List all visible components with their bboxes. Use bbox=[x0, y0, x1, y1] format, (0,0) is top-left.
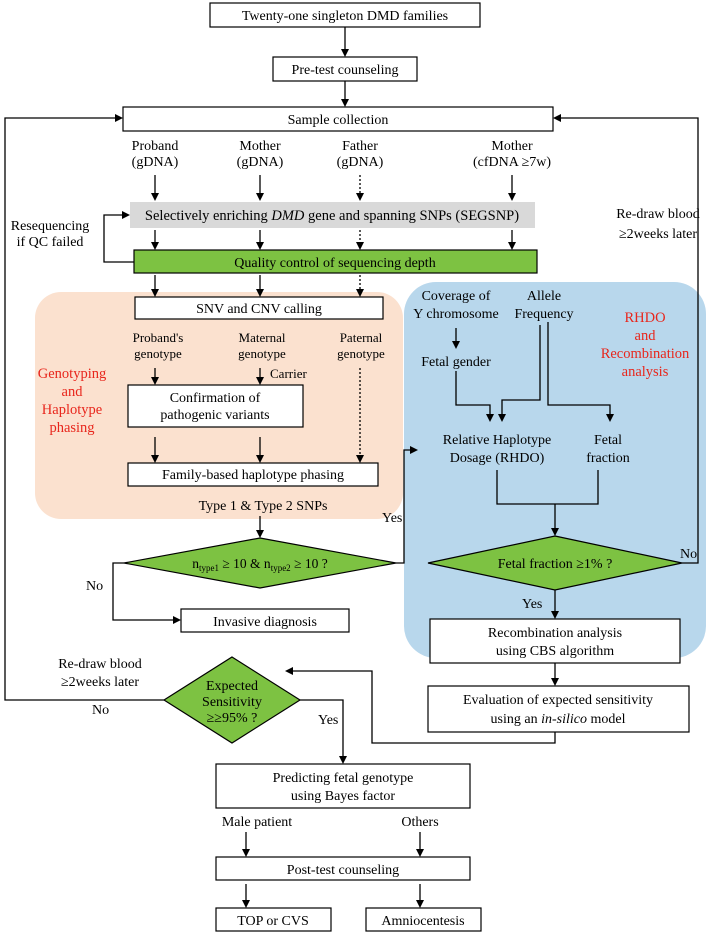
sample-mother-type: (gDNA) bbox=[237, 155, 284, 170]
maternal-genotype-2: genotype bbox=[238, 346, 286, 361]
redraw-right-text-2: ≥2weeks later bbox=[619, 227, 697, 242]
paternal-genotype-1: Paternal bbox=[340, 330, 383, 345]
phasing-box bbox=[127, 462, 379, 487]
male-patient-text: Male patient bbox=[222, 815, 292, 830]
sample-proband-type: (gDNA) bbox=[132, 155, 179, 170]
maternal-genotype-1: Maternal bbox=[239, 330, 286, 345]
rhdo-label-3: Recombination bbox=[601, 346, 690, 362]
proband-genotype-1: Proband's bbox=[133, 330, 184, 345]
rhdo-label-1: RHDO bbox=[624, 310, 665, 326]
evaluation-text-1: Evaluation of expected sensitivity bbox=[463, 693, 653, 708]
sens-text-1: Expected bbox=[206, 679, 258, 694]
top-cvs-box bbox=[215, 907, 332, 932]
no-label-n: No bbox=[86, 579, 103, 594]
no-label-sens: No bbox=[92, 703, 109, 718]
snv-cnv-box bbox=[134, 296, 384, 320]
snv-cnv-text: SNV and CNV calling bbox=[196, 302, 322, 317]
carrier-text: Carrier bbox=[270, 366, 307, 381]
paternal-genotype-2: genotype bbox=[337, 346, 385, 361]
yes-label-sens: Yes bbox=[318, 713, 338, 728]
pretest-box bbox=[272, 56, 418, 82]
fetal-fraction-text-1: Fetal bbox=[594, 433, 622, 448]
sample-collection-box bbox=[122, 106, 554, 132]
qc-text: Quality control of sequencing depth bbox=[234, 256, 435, 271]
sensitivity-diamond bbox=[162, 656, 302, 744]
rhdo-label-4: analysis bbox=[622, 364, 669, 380]
n-condition-text: ntype1 ≥ 10 & ntype2 ≥ 10 ? bbox=[192, 556, 327, 573]
confirmation-text-2: pathogenic variants bbox=[160, 408, 269, 423]
segsnp-box bbox=[130, 202, 535, 228]
families-box bbox=[209, 2, 481, 28]
families-text: Twenty-one singleton DMD families bbox=[242, 9, 448, 24]
proband-genotype-2: genotype bbox=[134, 346, 182, 361]
sample-cfdna-name: Mother bbox=[491, 139, 533, 154]
fetal-fraction-text-2: fraction bbox=[586, 451, 630, 466]
predicting-text-1: Predicting fetal genotype bbox=[273, 771, 414, 786]
resequencing-text-1: Resequencing bbox=[11, 219, 90, 234]
coverage-text-1: Coverage of bbox=[422, 289, 491, 304]
amnio-box bbox=[365, 907, 482, 932]
no-label-ff: No bbox=[680, 547, 697, 562]
predicting-box bbox=[215, 763, 471, 809]
posttest-box bbox=[215, 856, 471, 881]
segsnp-text: Selectively enriching DMD gene and spann… bbox=[145, 208, 519, 224]
resequencing-text-2: if QC failed bbox=[17, 235, 84, 250]
redraw-left-text-1: Re-draw blood bbox=[58, 657, 142, 672]
sens-text-2: Sensitivity bbox=[202, 695, 262, 710]
rhdo-node-text-1: Relative Haplotype bbox=[443, 433, 551, 448]
sample-mother-name: Mother bbox=[239, 139, 281, 154]
sens-text-3: ≥≥95% ? bbox=[207, 711, 258, 726]
confirmation-text-1: Confirmation of bbox=[170, 391, 261, 406]
allele-text-2: Frequency bbox=[514, 307, 573, 322]
genotyping-label-1: Genotyping bbox=[38, 366, 106, 382]
pretest-text: Pre-test counseling bbox=[292, 63, 399, 78]
phasing-text: Family-based haplotype phasing bbox=[162, 468, 344, 483]
amnio-text: Amniocentesis bbox=[381, 914, 464, 929]
coverage-text-2: Y chromosome bbox=[413, 307, 498, 322]
invasive-box bbox=[180, 608, 350, 633]
sample-proband-name: Proband bbox=[132, 139, 179, 154]
type-snps-text: Type 1 & Type 2 SNPs bbox=[199, 499, 328, 514]
others-text: Others bbox=[401, 815, 438, 830]
yes-label-ff: Yes bbox=[522, 597, 542, 612]
predicting-text-2: using Bayes factor bbox=[291, 789, 396, 804]
genotyping-label-4: phasing bbox=[49, 420, 94, 436]
recomb-text-1: Recombination analysis bbox=[488, 626, 622, 641]
recombination-box bbox=[429, 618, 681, 664]
recomb-text-2: using CBS algorithm bbox=[496, 644, 614, 659]
rhdo-node-text-2: Dosage (RHDO) bbox=[450, 451, 545, 466]
genotyping-label-3: Haplotype bbox=[42, 402, 102, 418]
sample-collection-text: Sample collection bbox=[288, 113, 389, 128]
sample-cfdna-type: (cfDNA ≥7w) bbox=[473, 155, 551, 170]
rhdo-label-2: and bbox=[635, 328, 657, 344]
top-cvs-text: TOP or CVS bbox=[237, 914, 309, 929]
sample-father-name: Father bbox=[342, 139, 378, 154]
invasive-text: Invasive diagnosis bbox=[213, 615, 317, 630]
genotyping-label-2: and bbox=[62, 384, 84, 400]
yes-label-n: Yes bbox=[382, 511, 402, 526]
fetal-gender-text: Fetal gender bbox=[421, 355, 491, 370]
redraw-right-text-1: Re-draw blood bbox=[616, 207, 700, 222]
redraw-left-text-2: ≥2weeks later bbox=[61, 675, 139, 690]
confirmation-box bbox=[127, 384, 304, 428]
sample-father-type: (gDNA) bbox=[337, 155, 384, 170]
n-condition-diamond bbox=[123, 537, 397, 589]
evaluation-box bbox=[427, 685, 690, 733]
ff-condition-text: Fetal fraction ≥1% ? bbox=[498, 557, 613, 572]
allele-text-1: Allele bbox=[527, 289, 561, 304]
posttest-text: Post-test counseling bbox=[287, 863, 399, 878]
evaluation-text-2: using an in-silico model bbox=[491, 712, 626, 727]
